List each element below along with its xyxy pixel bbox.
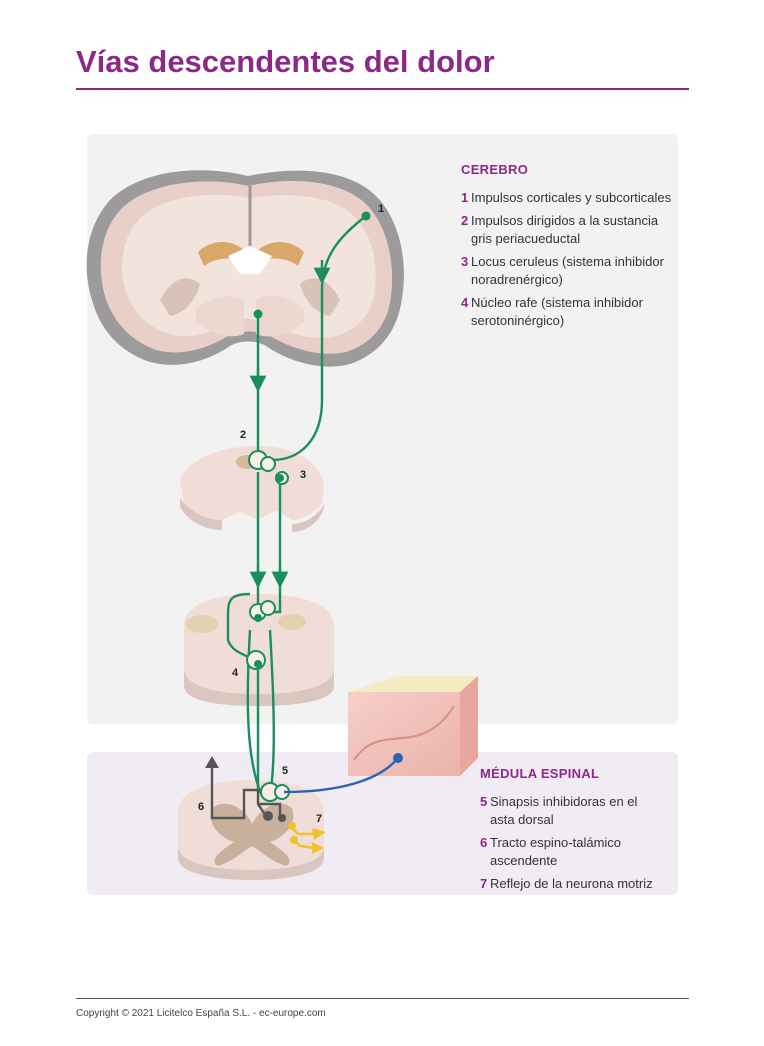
brain-legend-item: 3 Locus ceruleus (sistema inhibidor nora… <box>461 253 676 289</box>
footer-rule <box>76 998 689 999</box>
legend-number: 2 <box>461 213 469 228</box>
legend-number: 5 <box>480 794 488 809</box>
legend-number: 3 <box>461 254 469 269</box>
motor-reflex <box>289 825 326 854</box>
spinal-legend: MÉDULA ESPINAL 5 Sinapsis inhibidoras en… <box>480 765 670 898</box>
brain-legend-item: 2 Impulsos dirigidos a la sustancia gris… <box>461 212 676 248</box>
brain-legend-item: 4 Núcleo rafe (sistema inhibidor seroton… <box>461 294 676 330</box>
skin-tissue-block <box>348 676 478 776</box>
pons-section <box>184 594 334 706</box>
title-rule <box>76 88 689 90</box>
label-4: 4 <box>232 667 239 679</box>
copyright-footer: Copyright © 2021 Licitelco España S.L. -… <box>76 1008 326 1019</box>
legend-text: Impulsos dirigidos a la sustancia gris p… <box>471 213 659 246</box>
legend-text: Reflejo de la neurona motriz <box>490 876 653 891</box>
label-5: 5 <box>282 765 288 777</box>
legend-text: Locus ceruleus (sistema inhibidor noradr… <box>471 254 664 287</box>
legend-number: 1 <box>461 190 469 205</box>
brain-legend-item: 1 Impulsos corticales y subcorticales <box>461 189 676 207</box>
label-7: 7 <box>316 813 322 825</box>
descending-pathways <box>226 215 367 797</box>
legend-number: 7 <box>480 876 488 891</box>
brain-legend: CEREBRO 1 Impulsos corticales y subcorti… <box>461 161 676 335</box>
legend-text: Núcleo rafe (sistema inhibidor serotonin… <box>471 295 643 328</box>
spinal-legend-item: 5 Sinapsis inhibidoras en el asta dorsal <box>480 793 670 829</box>
raphe-loop <box>226 592 251 660</box>
label-1: 1 <box>378 203 384 215</box>
legend-number: 6 <box>480 835 488 850</box>
sensory-receptor <box>393 753 403 763</box>
legend-number: 4 <box>461 295 469 310</box>
brain-legend-heading: CEREBRO <box>461 162 529 177</box>
cortical-pathway <box>271 215 367 462</box>
legend-text: Tracto espino-talámico ascendente <box>490 835 622 868</box>
spinal-legend-item: 7 Reflejo de la neurona motriz <box>480 875 670 893</box>
page-title: Vías descendentes del dolor <box>76 44 495 79</box>
motor-neurons <box>288 822 298 844</box>
label-6: 6 <box>198 801 204 813</box>
ascending-tract <box>205 756 282 820</box>
label-3: 3 <box>300 469 306 481</box>
neuron-bodies <box>253 211 371 668</box>
spinal-cord-section <box>178 780 324 880</box>
brain-coronal-section <box>86 170 404 367</box>
legend-text: Impulsos corticales y subcorticales <box>471 190 672 205</box>
spinal-legend-item: 6 Tracto espino-talámico ascendente <box>480 834 670 870</box>
legend-text: Sinapsis inhibidoras en el asta dorsal <box>490 794 638 827</box>
label-2: 2 <box>240 429 246 441</box>
spinal-legend-heading: MÉDULA ESPINAL <box>480 766 600 781</box>
ascending-neurons <box>263 811 286 822</box>
sensory-afferent <box>283 757 399 794</box>
